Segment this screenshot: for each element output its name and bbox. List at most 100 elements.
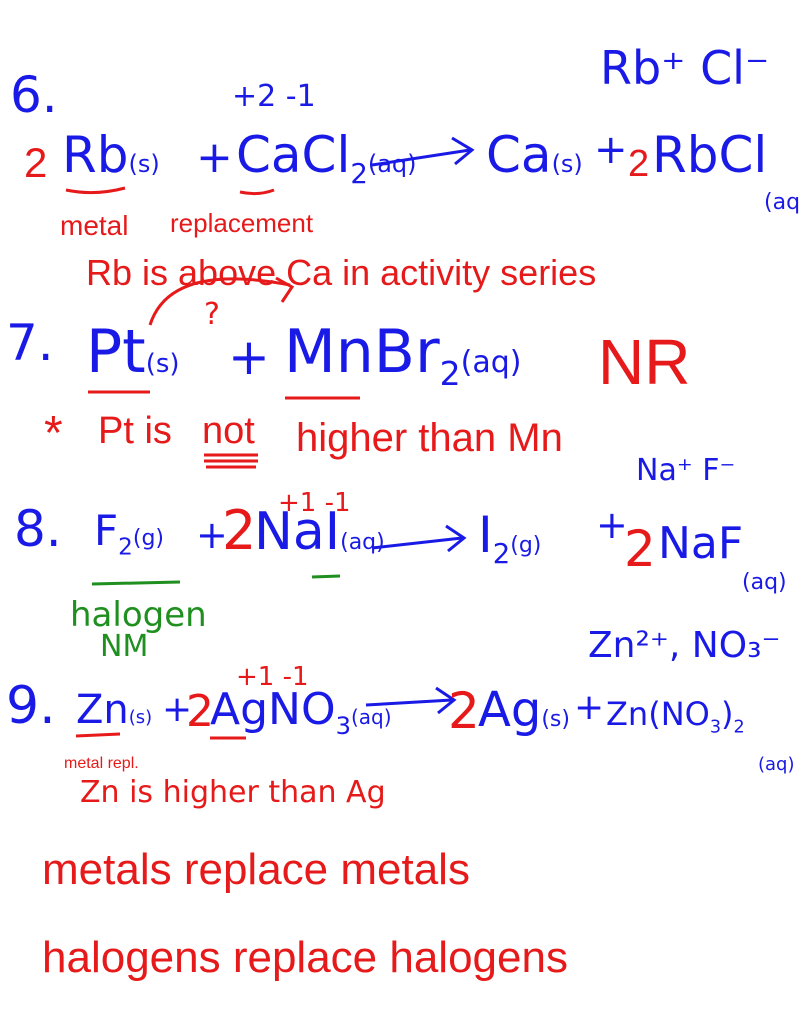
problem-9-ions: Zn²⁺, NO₃⁻ (588, 625, 781, 666)
agno-state: (aq) (350, 705, 392, 729)
pt-symbol: Pt (86, 317, 146, 387)
reaction-arrow-6 (371, 148, 471, 167)
problem-8-plus2: + (596, 503, 628, 547)
problem-8-coef1: 2 (222, 499, 257, 562)
problem-9-product2: Zn(NO3)2 (606, 698, 745, 737)
naf-symbol: NaF (658, 518, 744, 569)
agno-sub: 3 (335, 711, 351, 740)
problem-6-note: Rb is above Ca in activity series (86, 252, 597, 293)
problem-9-plus2: + (574, 687, 605, 728)
problem-9-note: Zn is higher than Ag (80, 775, 386, 810)
problem-6-label-metal: metal (60, 210, 129, 241)
rb-symbol: Rb (62, 126, 129, 184)
problem-6-label-replacement: replacement (170, 208, 314, 238)
zn-no3-sub2: 2 (733, 717, 745, 738)
problem-7-note-not: not (202, 410, 255, 452)
reaction-arrow-9-head (435, 686, 457, 715)
zn-no3-sub: 3 (709, 717, 722, 738)
pt-state: (s) (145, 349, 180, 379)
problem-7-reactant2: MnBr2(aq) (284, 322, 521, 390)
i2-sub: 2 (492, 538, 511, 570)
problem-6-plus2: + (594, 127, 628, 173)
zn-symbol: Zn (76, 687, 129, 733)
problem-6-charges: +2 -1 (232, 79, 316, 114)
problem-7-note-star: * (44, 407, 63, 460)
problem-6-ions: Rb⁺ Cl⁻ (600, 41, 770, 95)
reaction-arrow-8-head (445, 524, 467, 553)
problem-7-number: 7. (6, 314, 54, 372)
cacl-sub: 2 (350, 158, 368, 190)
mnbr-state: (aq) (460, 345, 522, 380)
ag-symbol: Ag (478, 682, 542, 738)
agno-symbol: AgNO (210, 684, 336, 735)
rbcl-symbol: RbCl (652, 126, 768, 184)
problem-8-number: 8. (14, 500, 62, 558)
problem-8-label-nm: NM (100, 629, 149, 664)
underline-f2 (91, 580, 181, 586)
problem-9-product1: Ag(s) (478, 686, 570, 734)
problem-6-plus1: + (196, 132, 233, 183)
i2-state: (g) (510, 533, 542, 558)
problem-8-product1: I2(g) (478, 510, 541, 569)
reaction-arrow-6-head (451, 136, 475, 166)
problem-8-reactant1: F2(g) (94, 510, 164, 559)
problem-9-number: 9. (6, 676, 56, 736)
problem-7-result: NR (598, 326, 691, 398)
arc-arrow-7 (148, 277, 291, 326)
problem-9-charges: +1 -1 (236, 662, 309, 692)
f2-state: (g) (132, 526, 165, 551)
cacl-symbol: CaCl (236, 126, 351, 184)
problem-8-product2: NaF (658, 522, 743, 566)
problem-7-note-b: higher than Mn (296, 416, 563, 460)
problem-7-plus: + (228, 328, 270, 386)
reaction-arrow-8 (371, 536, 463, 550)
nai-state: (aq) (340, 530, 385, 555)
problem-6-reactant2: CaCl2(aq) (236, 130, 417, 189)
summary-line-1: metals replace metals (42, 845, 470, 894)
ag-state: (s) (541, 707, 570, 732)
problem-8-charges: +1 -1 (278, 488, 351, 518)
f2-sub: 2 (118, 534, 133, 561)
problem-9-product2-state: (aq) (758, 754, 795, 775)
problem-6-product2-state: (aq) (764, 190, 800, 215)
problem-8-reactant2: NaI(aq) (254, 506, 385, 558)
problem-6-coef-left: 2 (24, 139, 48, 186)
problem-9-coef2: 2 (448, 682, 480, 740)
problem-6-number: 6. (10, 66, 58, 124)
arc-arrow-7-head (275, 276, 295, 303)
f2-symbol: F (94, 506, 119, 555)
problem-6-product1: Ca(s) (486, 130, 583, 180)
nai-symbol: NaI (254, 502, 341, 562)
mnbr-symbol: MnBr (284, 317, 440, 387)
ca-state: (s) (551, 150, 583, 178)
problem-8-product2-state: (aq) (742, 570, 787, 595)
problem-9-coef1: 2 (186, 686, 214, 737)
underline-ca (239, 188, 275, 196)
problem-6-coef-right: 2 (628, 143, 650, 185)
zn-state: (s) (128, 707, 153, 728)
problem-7-reactant1: Pt(s) (86, 322, 180, 382)
problem-9-reactant1: Zn(s) (76, 690, 152, 730)
problem-6-reactant1: Rb(s) (62, 130, 160, 180)
zn-no3-close: ) (721, 695, 734, 733)
zn-no3-symbol: Zn(NO (606, 695, 710, 733)
mnbr-sub: 2 (439, 354, 461, 393)
problem-9-plus1: + (162, 689, 193, 730)
reaction-arrow-9 (365, 698, 453, 707)
problem-8-ions: Na⁺ F⁻ (636, 453, 736, 488)
underline-i (311, 574, 341, 579)
problem-9-label: metal repl. (64, 755, 139, 772)
problem-9-reactant2: AgNO3(aq) (210, 688, 392, 738)
problem-8-coef2: 2 (624, 520, 656, 578)
problem-8-plus1: + (196, 513, 228, 557)
problem-6-product2: RbCl (652, 130, 767, 180)
problem-7-question-mark: ? (204, 297, 220, 332)
rb-state: (s) (128, 150, 160, 178)
ca-symbol: Ca (486, 126, 552, 184)
summary-line-2: halogens replace halogens (42, 933, 568, 982)
problem-8-label-halogen: halogen (70, 595, 207, 635)
underline-zn (75, 732, 121, 738)
cacl-state: (aq) (367, 150, 417, 178)
problem-7-note-a: Pt is (98, 410, 172, 452)
